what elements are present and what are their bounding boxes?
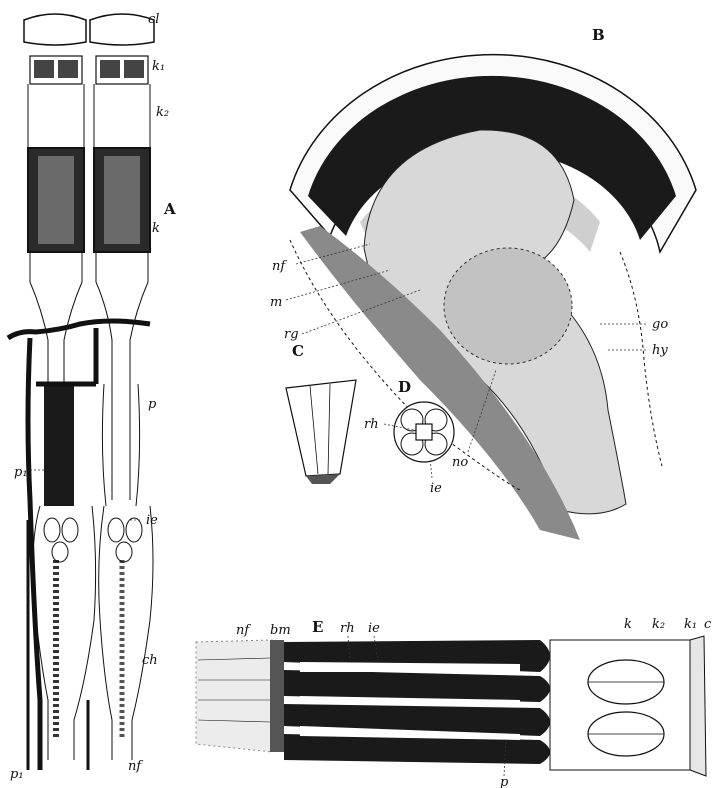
label-e-c: c (704, 617, 712, 632)
label-e-p: p (500, 775, 509, 788)
pigment-sheath-left (44, 384, 74, 506)
label-a-p1-bottom: p₁ (10, 767, 24, 782)
label-a-cl: cl (148, 12, 159, 27)
panel-label-e: E (312, 618, 323, 636)
label-b-rg: rg (284, 327, 299, 342)
panel-label-c: C (292, 342, 304, 360)
panel-label-d: D (398, 378, 411, 396)
label-a-p1: p₁ (14, 465, 28, 480)
label-a-ie: ie (146, 513, 158, 528)
label-a-k1: k₁ (152, 59, 165, 74)
label-b-hy: hy (652, 343, 668, 358)
panel-b-eye-section: B nf m rg go hy no (270, 26, 696, 540)
panel-label-b: B (592, 26, 605, 44)
label-a-k: k (152, 221, 160, 236)
label-a-p: p (148, 397, 157, 412)
panel-a-ommatidia: cl k₁ k₂ A k p p₁ ie ch p₁ nf (8, 12, 176, 782)
label-a-ch: ch (142, 653, 158, 668)
label-b-no: no (452, 455, 468, 470)
label-d-ie: ie (430, 481, 442, 496)
label-b-m: m (270, 295, 282, 310)
label-b-nf: nf (272, 259, 287, 274)
label-e-rh: rh (340, 621, 355, 636)
label-e-nf: nf (236, 623, 251, 638)
label-e-k2: k₂ (652, 617, 665, 632)
panel-e-longitudinal: nf bm E rh ie k k₂ k₁ c p (196, 617, 712, 788)
panel-c-cone: C (286, 342, 356, 484)
label-d-rh: rh (364, 417, 379, 432)
ommatidium-right (90, 14, 154, 760)
label-b-go: go (652, 317, 668, 332)
label-e-bm: bm (270, 623, 291, 638)
label-a-nf: nf (128, 759, 143, 774)
label-e-k: k (624, 617, 632, 632)
label-a-k2: k₂ (156, 105, 169, 120)
label-e-k1: k₁ (684, 617, 697, 632)
panel-label-a: A (163, 200, 176, 218)
label-e-ie: ie (368, 621, 380, 636)
